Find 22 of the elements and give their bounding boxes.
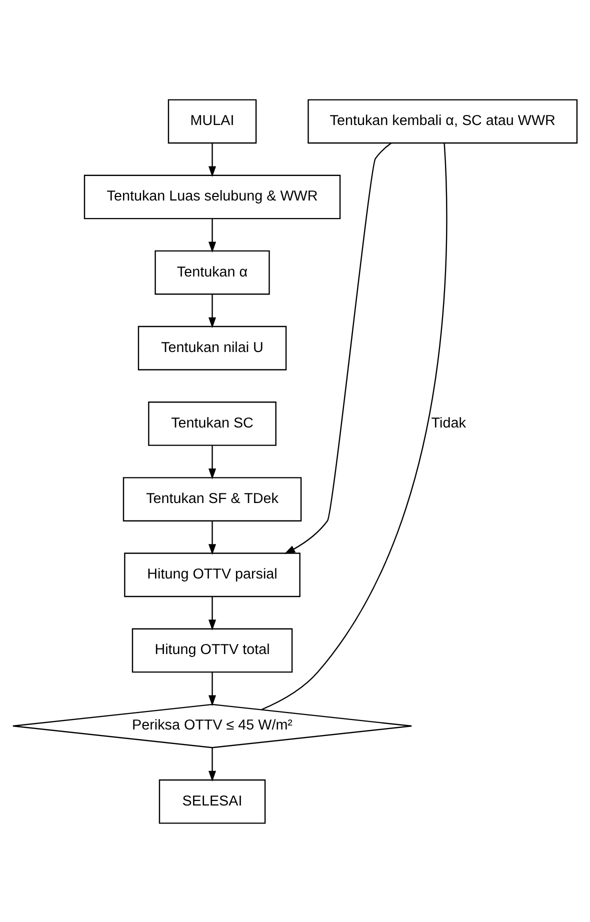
arrow <box>208 672 216 706</box>
arrow <box>208 748 216 782</box>
arrow <box>208 142 216 177</box>
arrow <box>208 218 216 252</box>
node-box: SELESAI <box>158 778 266 824</box>
node-box: Tentukan SC <box>148 401 276 446</box>
node-box: MULAI <box>168 98 257 144</box>
connector <box>261 142 448 710</box>
arrow <box>208 596 216 630</box>
node-box: Hitung OTTV parsial <box>124 552 300 597</box>
node-box: Tentukan kembali α, SC atau WWR <box>308 98 578 144</box>
node-box: Tentukan nilai U <box>138 325 287 370</box>
arrow <box>208 294 216 328</box>
arrow <box>208 445 216 479</box>
node-box: Tentukan α <box>154 250 270 294</box>
node-diamond: Periksa OTTV ≤ 45 W/m² <box>12 703 412 748</box>
edge-label: Tidak <box>431 414 466 431</box>
arrow <box>208 520 216 554</box>
node-box: Tentukan Luas selubung & WWR <box>84 174 341 219</box>
node-box: Tentukan SF & TDek <box>122 476 302 521</box>
arrow <box>284 142 392 554</box>
node-box: Hitung OTTV total <box>132 628 293 672</box>
